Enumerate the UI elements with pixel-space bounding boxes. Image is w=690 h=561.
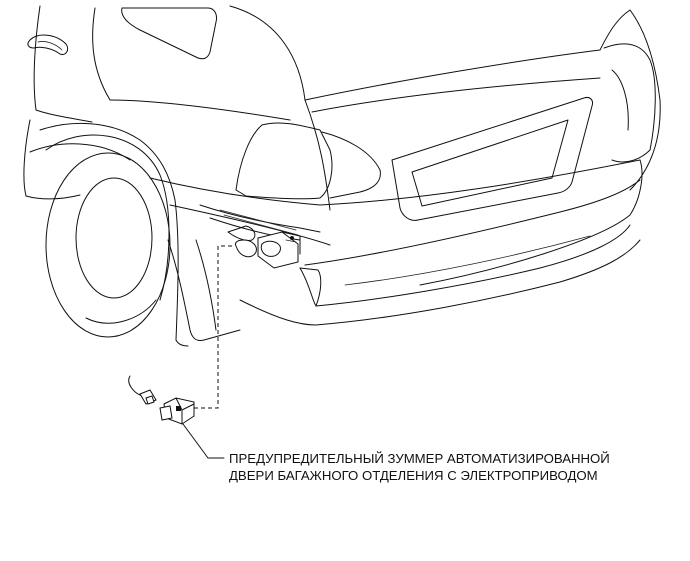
callout-line-1: ПРЕДУПРЕДИТЕЛЬНЫЙ ЗУММЕР АВТОМАТИЗИРОВАН… [229,451,610,466]
vehicle-body [23,5,661,347]
connector-plug-icon [128,375,157,405]
callout-line-2: ДВЕРИ БАГАЖНОГО ОТДЕЛЕНИЯ С ЭЛЕКТРОПРИВО… [229,468,598,483]
buzzer-icon [159,397,195,425]
part-callout-label: ПРЕДУПРЕДИТЕЛЬНЫЙ ЗУММЕР АВТОМАТИЗИРОВАН… [229,450,610,484]
trailer-connector [257,231,301,269]
callout-leader [182,423,225,459]
leader-dashed-line [194,245,232,409]
